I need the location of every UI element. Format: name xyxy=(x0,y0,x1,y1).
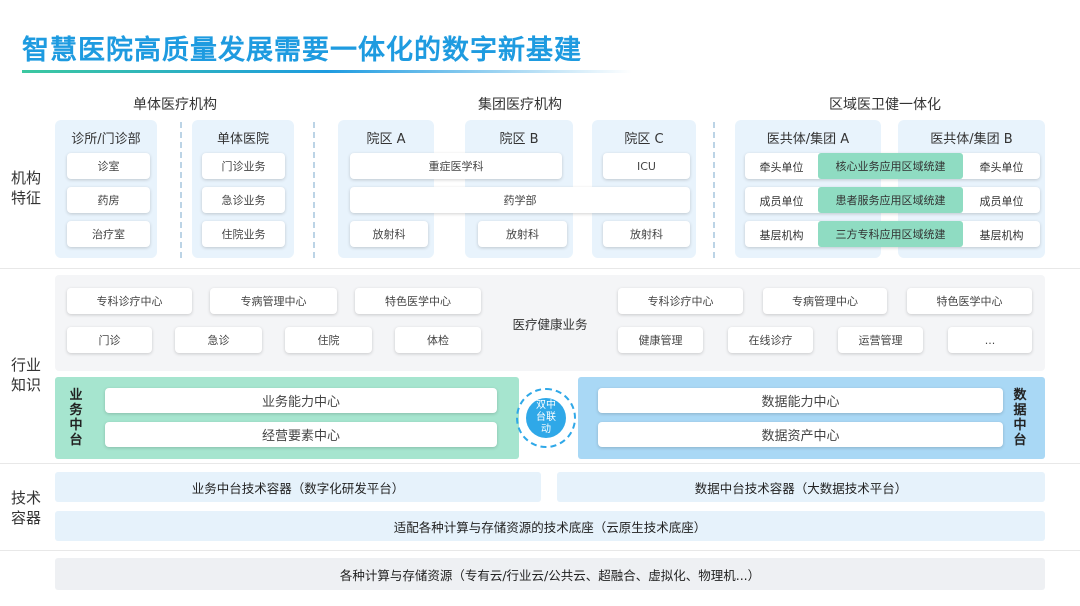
clinic-title: 诊所/门诊部 xyxy=(71,132,141,147)
health-item: 运营管理 xyxy=(838,327,923,353)
health-item: ... xyxy=(948,327,1032,353)
row-label-tech: 技术容器 xyxy=(10,489,41,527)
divider xyxy=(0,550,1080,551)
clinic-item: 诊室 xyxy=(67,153,150,179)
tech-base: 适配各种计算与存储资源的技术底座（云原生技术底座） xyxy=(55,511,1045,541)
region-left: 基层机构 xyxy=(759,229,804,242)
page-title: 智慧医院高质量发展需要一体化的数字新基建 xyxy=(22,35,582,66)
clinic-item: 治疗室 xyxy=(67,221,150,247)
link-ring xyxy=(516,388,576,448)
health-item: 急诊 xyxy=(175,327,262,353)
health-item: 住院 xyxy=(285,327,372,353)
health-item: 专科诊疗中心 xyxy=(618,288,743,314)
radiology-card: 放射科 xyxy=(603,221,690,247)
region-left: 成员单位 xyxy=(759,195,804,208)
health-item: 专病管理中心 xyxy=(763,288,887,314)
dashed-divider xyxy=(180,122,182,258)
hospital-title: 单体医院 xyxy=(216,132,269,147)
radiology-card: 放射科 xyxy=(350,221,428,247)
region-right: 成员单位 xyxy=(979,195,1024,208)
health-item: 专科诊疗中心 xyxy=(67,288,192,314)
business-tech-container: 业务中台技术容器（数字化研发平台） xyxy=(55,472,541,502)
resources-bar: 各种计算与存储资源（专有云/行业云/公共云、超融合、虚拟化、物理机...） xyxy=(55,558,1045,590)
campus-a-title: 院区 A xyxy=(366,132,406,147)
health-label: 医疗健康业务 xyxy=(512,317,588,332)
row-label-industry: 行业知识 xyxy=(10,356,41,394)
region-center: 三方专科应用区域统建 xyxy=(818,221,963,247)
business-platform-label: 业务中台 xyxy=(69,388,83,448)
hospital-item: 住院业务 xyxy=(202,221,285,247)
region-a-title: 医共体/集团 A xyxy=(766,132,850,147)
health-item: 健康管理 xyxy=(618,327,703,353)
region-b-title: 医共体/集团 B xyxy=(930,132,1013,147)
business-platform-item: 经营要素中心 xyxy=(105,422,497,447)
region-right: 牵头单位 xyxy=(979,161,1024,174)
critical-care-card: 重症医学科 xyxy=(350,153,562,179)
health-item: 在线诊疗 xyxy=(728,327,813,353)
divider xyxy=(0,463,1080,464)
dual-platform-link: 双中台联动 xyxy=(526,398,566,438)
hospital-item: 急诊业务 xyxy=(202,187,285,213)
region-center: 患者服务应用区域统建 xyxy=(818,187,963,213)
region-right: 基层机构 xyxy=(979,229,1024,242)
divider xyxy=(0,268,1080,269)
hospital-item: 门诊业务 xyxy=(202,153,285,179)
data-platform-item: 数据能力中心 xyxy=(598,388,1003,413)
icu-card: ICU xyxy=(603,153,690,179)
data-platform-label: 数据中台 xyxy=(1013,388,1027,448)
region-center: 核心业务应用区域统建 xyxy=(818,153,963,179)
campus-b-title: 院区 B xyxy=(499,132,539,147)
data-platform-item: 数据资产中心 xyxy=(598,422,1003,447)
campus-c-title: 院区 C xyxy=(624,132,664,147)
health-item: 特色医学中心 xyxy=(907,288,1032,314)
health-item: 专病管理中心 xyxy=(210,288,337,314)
section-group: 集团医疗机构 xyxy=(478,97,562,113)
health-item: 特色医学中心 xyxy=(355,288,481,314)
business-platform-item: 业务能力中心 xyxy=(105,388,497,413)
region-left: 牵头单位 xyxy=(759,161,804,174)
health-item: 体检 xyxy=(395,327,481,353)
dashed-divider xyxy=(713,122,715,258)
section-region: 区域医卫健一体化 xyxy=(829,97,941,113)
radiology-card: 放射科 xyxy=(478,221,567,247)
data-tech-container: 数据中台技术容器（大数据技术平台） xyxy=(557,472,1045,502)
pharmacy-card: 药学部 xyxy=(350,187,690,213)
title-underline xyxy=(22,70,632,73)
section-single: 单体医疗机构 xyxy=(133,97,217,113)
dashed-divider xyxy=(313,122,315,258)
row-label-org: 机构特征 xyxy=(10,169,41,207)
health-item: 门诊 xyxy=(67,327,152,353)
clinic-item: 药房 xyxy=(67,187,150,213)
